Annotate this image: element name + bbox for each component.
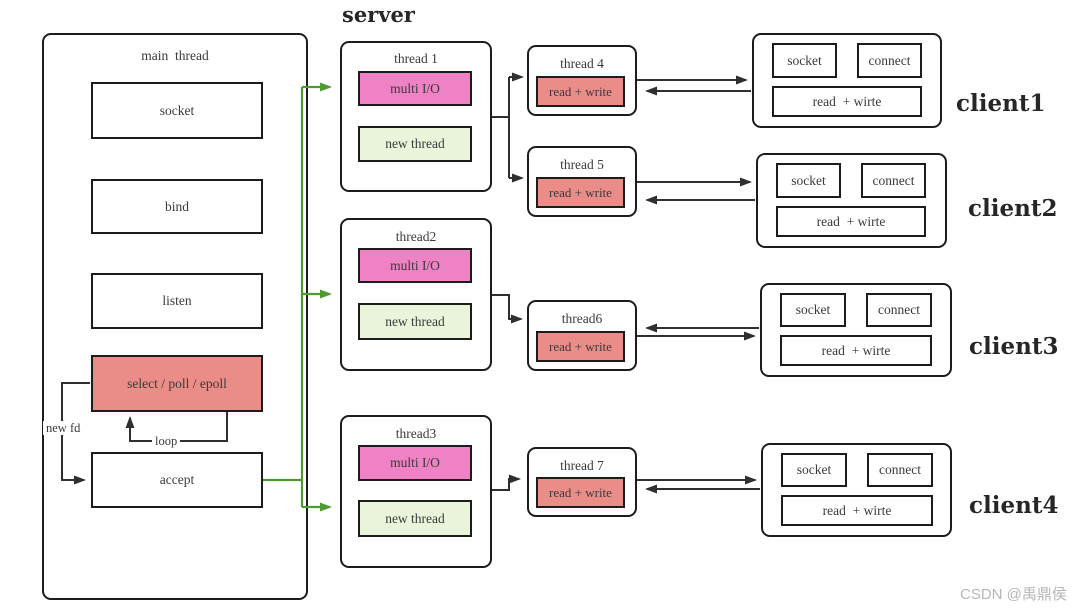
loop-label: loop xyxy=(152,434,181,448)
worker-thread-3-title: thread3 xyxy=(395,426,437,441)
client-socket-label: socket xyxy=(787,52,822,68)
read-write-label: read + write xyxy=(549,338,612,354)
client-socket-box: socket xyxy=(776,163,841,198)
client-read-write-box: read + wirte xyxy=(772,86,922,117)
multi-io-label: multi I/O xyxy=(390,257,440,273)
arrow-to-thread7 xyxy=(492,474,521,491)
client-connect-label: connect xyxy=(872,172,915,188)
arrow-to-thread6 xyxy=(492,294,523,324)
client-4-box: socket connect read + wirte xyxy=(761,443,952,537)
client-2-box: socket connect read + wirte xyxy=(756,153,947,248)
io-thread-6: thread6 read + write xyxy=(527,300,637,371)
new-thread-box: new thread xyxy=(358,500,472,537)
multi-io-box: multi I/O xyxy=(358,248,472,283)
client-socket-label: socket xyxy=(795,302,831,317)
client-rw-label: read + wirte xyxy=(822,502,892,518)
read-write-label: read + write xyxy=(549,484,612,500)
client-connect-label: connect xyxy=(878,302,920,317)
client-3-box: socket connect read + wirte xyxy=(760,283,952,377)
client-1-box: socket connect read + wirte xyxy=(752,33,942,128)
client-connect-box: connect xyxy=(866,293,932,327)
thread1-split-line xyxy=(492,77,510,178)
io-thread-7: thread 7 read + write xyxy=(527,447,637,517)
client-rw-label: read + wirte xyxy=(816,213,886,229)
watermark: CSDN @禹鼎侯 xyxy=(960,586,1067,603)
multi-io-box: multi I/O xyxy=(358,445,472,481)
step-listen-label: listen xyxy=(162,293,192,308)
new-thread-label: new thread xyxy=(385,510,445,526)
client-read-write-box: read + wirte xyxy=(776,206,926,237)
client-connect-box: connect xyxy=(861,163,926,198)
main-thread-label: main thread xyxy=(141,48,209,63)
client-4-label: client4 xyxy=(969,492,1059,519)
read-write-box: read + write xyxy=(536,177,625,208)
read-write-box: read + write xyxy=(536,477,625,508)
io-thread-4: thread 4 read + write xyxy=(527,45,637,116)
client-rw-label: read + wirte xyxy=(821,342,891,358)
client-socket-box: socket xyxy=(780,293,846,327)
new-thread-label: new thread xyxy=(385,313,445,329)
client-rw-label: read + wirte xyxy=(812,93,882,109)
multi-io-box: multi I/O xyxy=(358,71,472,106)
new-thread-box: new thread xyxy=(358,303,472,340)
client-read-write-box: read + wirte xyxy=(780,335,932,366)
multi-io-label: multi I/O xyxy=(390,80,440,96)
step-socket: socket xyxy=(91,82,263,139)
worker-thread-1-title: thread 1 xyxy=(394,51,438,66)
io-thread-6-title: thread6 xyxy=(561,311,603,326)
worker-thread-2: thread2 multi I/O new thread xyxy=(340,218,492,371)
client-connect-label: connect xyxy=(879,462,921,477)
worker-thread-3: thread3 multi I/O new thread xyxy=(340,415,492,568)
io-thread-5: thread 5 read + write xyxy=(527,146,637,217)
client-socket-label: socket xyxy=(796,462,832,477)
worker-thread-1: thread 1 multi I/O new thread xyxy=(340,41,492,192)
client-connect-label: connect xyxy=(868,52,911,68)
multi-io-label: multi I/O xyxy=(390,455,440,470)
read-write-label: read + write xyxy=(549,83,612,99)
io-thread-5-title: thread 5 xyxy=(560,157,604,172)
read-write-box: read + write xyxy=(536,331,625,362)
new-fd-label: new fd xyxy=(43,421,84,435)
new-thread-label: new thread xyxy=(385,136,445,151)
server-title: server xyxy=(342,2,415,27)
client-3-label: client3 xyxy=(969,333,1059,360)
client-read-write-box: read + wirte xyxy=(781,495,933,526)
io-thread-4-title: thread 4 xyxy=(560,56,604,71)
read-write-box: read + write xyxy=(536,76,625,107)
client-connect-box: connect xyxy=(857,43,922,78)
step-bind: bind xyxy=(91,179,263,234)
step-listen: listen xyxy=(91,273,263,329)
client-connect-box: connect xyxy=(867,453,933,487)
step-socket-label: socket xyxy=(159,102,195,118)
client-socket-box: socket xyxy=(781,453,847,487)
step-accept-label: accept xyxy=(159,472,195,487)
client-1-label: client1 xyxy=(956,90,1046,117)
new-thread-box: new thread xyxy=(358,126,472,162)
client-socket-label: socket xyxy=(791,172,826,188)
worker-thread-2-title: thread2 xyxy=(395,229,437,244)
step-select-poll-epoll: select / poll / epoll xyxy=(91,355,263,412)
client-socket-box: socket xyxy=(772,43,837,78)
step-accept: accept xyxy=(91,452,263,508)
step-select-label: select / poll / epoll xyxy=(127,375,227,391)
step-bind-label: bind xyxy=(164,198,189,214)
read-write-label: read + write xyxy=(549,184,612,200)
io-thread-7-title: thread 7 xyxy=(560,458,604,473)
client-2-label: client2 xyxy=(968,195,1058,222)
